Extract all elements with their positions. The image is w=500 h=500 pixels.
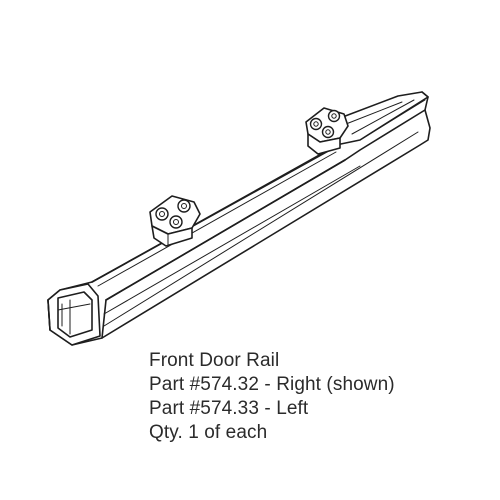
- part-caption: Front Door Rail Part #574.32 - Right (sh…: [149, 349, 395, 445]
- part-quantity: Qty. 1 of each: [149, 422, 268, 443]
- front-mounting-bracket: [149, 195, 201, 247]
- part-number-right: Part #574.32 - Right (shown): [149, 374, 395, 395]
- rail-end-cap: [47, 283, 101, 346]
- rear-mounting-bracket: [305, 107, 349, 155]
- rail-body: [47, 91, 431, 346]
- part-title: Front Door Rail: [149, 350, 280, 371]
- part-number-left: Part #574.33 - Left: [149, 398, 309, 419]
